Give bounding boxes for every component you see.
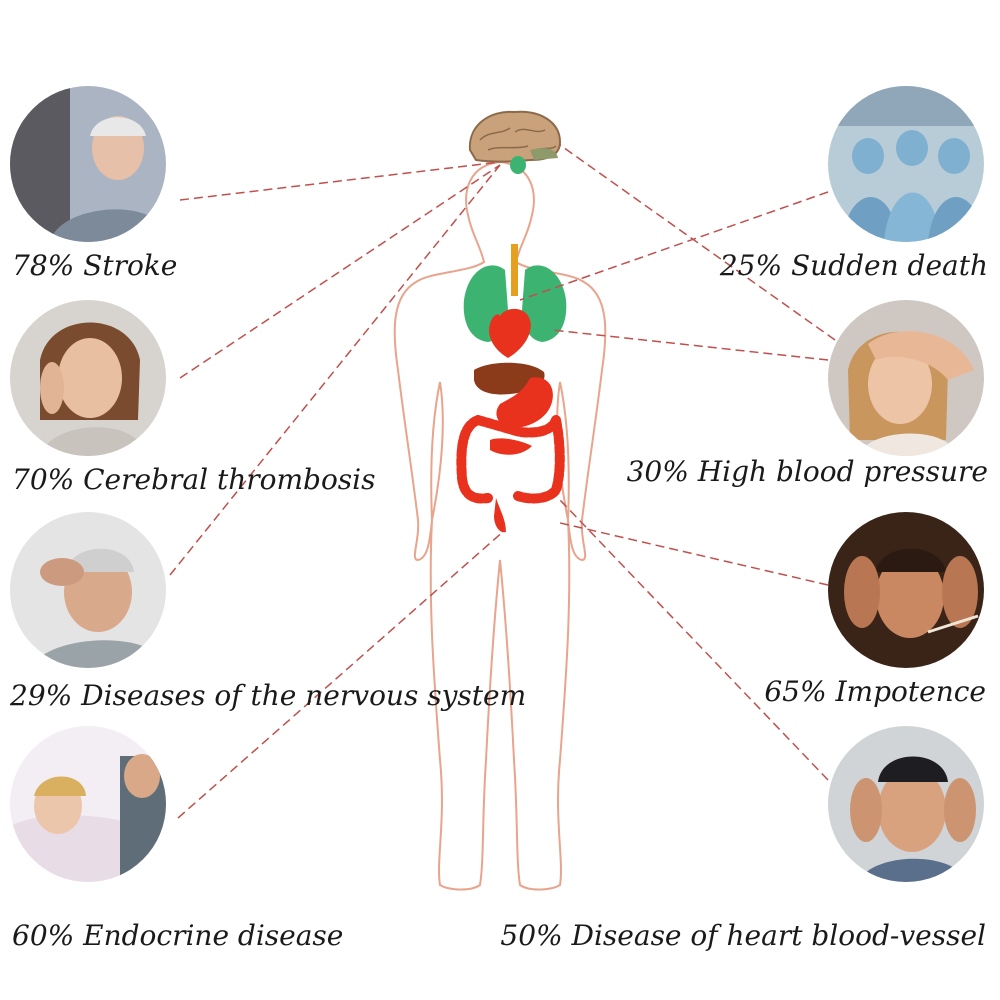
connector-heart-vessel [559,499,829,781]
caption-sudden-death: 25% Sudden death [719,249,988,282]
connector-high-bp-heart [551,329,829,361]
caption-nervous-system: 29% Diseases of the nervous system [10,679,527,712]
photo-man-temples [828,726,984,882]
connector-endocrine [177,529,506,819]
heart-illustration [488,308,531,358]
photo-man-holding-head [828,512,984,668]
caption-endocrine: 60% Endocrine disease [12,919,344,952]
caption-cerebral-thrombosis: 70% Cerebral thrombosis [12,463,376,496]
brain-illustration [468,110,562,174]
connector-nervous-system [169,164,501,576]
trachea-illustration [511,244,518,296]
connector-stroke [179,161,501,201]
photo-surgery-team [828,86,984,242]
digestive-illustration [456,362,565,533]
caption-stroke: 78% Stroke [12,249,178,282]
connector-impotence [555,521,829,586]
photo-woman-hand-on-head [828,300,984,456]
connector-high-bp-brain [559,144,836,341]
connector-cerebral-thrombosis [179,164,501,379]
connector-lines [169,144,836,819]
connector-sudden-death [519,191,829,301]
photo-woman-headache [10,300,166,456]
body-outline [393,160,607,891]
caption-impotence: 65% Impotence [764,675,986,708]
photo-woman-in-bed [10,726,166,882]
caption-high-blood-pressure: 30% High blood pressure [626,455,988,488]
caption-heart-blood-vessel: 50% Disease of heart blood-vessel [500,919,986,952]
photo-elderly-man [10,86,166,242]
photo-old-man-pain [10,512,166,668]
